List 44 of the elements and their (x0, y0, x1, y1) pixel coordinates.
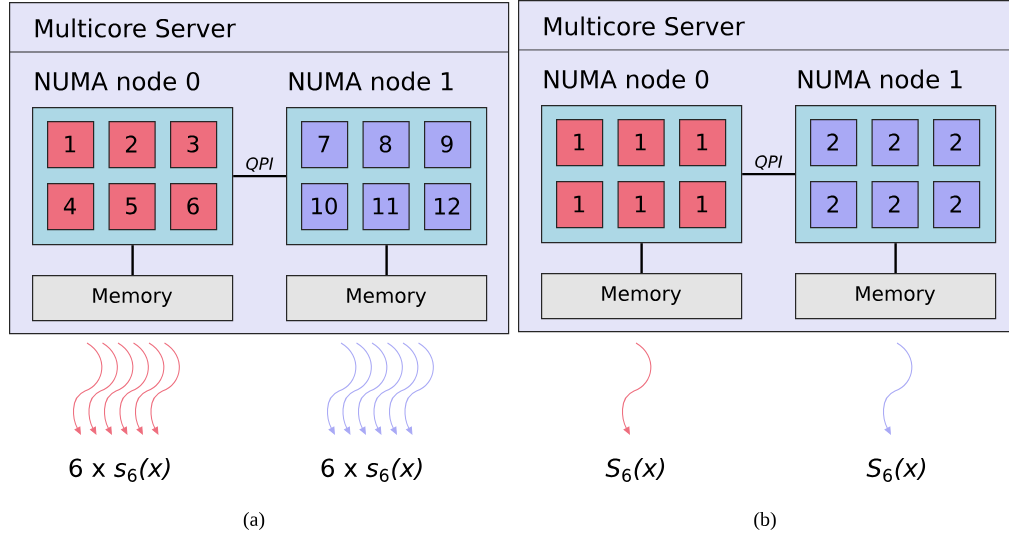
core-box: 2 (871, 119, 919, 167)
core-box: 8 (362, 121, 410, 169)
core-box: 1 (679, 119, 727, 167)
connector-line (894, 243, 897, 273)
core-box: 1 (556, 119, 604, 167)
core-box: 1 (617, 119, 665, 167)
core-box: 2 (810, 119, 858, 167)
core-box: 9 (424, 121, 472, 169)
function-label: S$_{6}$(x) (866, 458, 926, 482)
connector-line (742, 172, 795, 176)
connector-line (385, 245, 388, 275)
memory-box: Memory (32, 275, 234, 322)
panel-caption: (b) (754, 511, 776, 531)
core-box: 12 (424, 183, 472, 231)
node-label: NUMA node 0 (544, 69, 709, 89)
core-box: 2 (108, 121, 156, 169)
core-box: 6 (170, 183, 218, 231)
core-box: 2 (810, 181, 858, 229)
core-box: 1 (47, 121, 95, 169)
memory-box: Memory (541, 273, 743, 320)
node-label: NUMA node 1 (289, 71, 453, 91)
function-label: S$_{6}$(x) (605, 458, 665, 482)
function-label: 6 x s$_{6}$(x) (321, 458, 422, 482)
core-box: 2 (933, 119, 981, 167)
core-box: 2 (871, 181, 919, 229)
core-box: 1 (556, 181, 604, 229)
function-label: 6 x s$_{6}$(x) (69, 458, 170, 482)
memory-box: Memory (795, 273, 997, 320)
core-box: 5 (108, 183, 156, 231)
core-box: 2 (933, 181, 981, 229)
core-box: 10 (301, 183, 349, 231)
core-box: 3 (170, 121, 218, 169)
panel-caption: (a) (243, 511, 265, 531)
core-box: 7 (301, 121, 349, 169)
core-box: 1 (679, 181, 727, 229)
connector-line (131, 245, 134, 275)
connector-line (640, 243, 643, 273)
connector-line (233, 174, 286, 178)
core-box: 11 (362, 183, 410, 231)
memory-box: Memory (286, 275, 488, 322)
core-box: 4 (47, 183, 95, 231)
node-label: NUMA node 1 (798, 69, 962, 89)
core-box: 1 (617, 181, 665, 229)
node-label: NUMA node 0 (35, 71, 200, 91)
